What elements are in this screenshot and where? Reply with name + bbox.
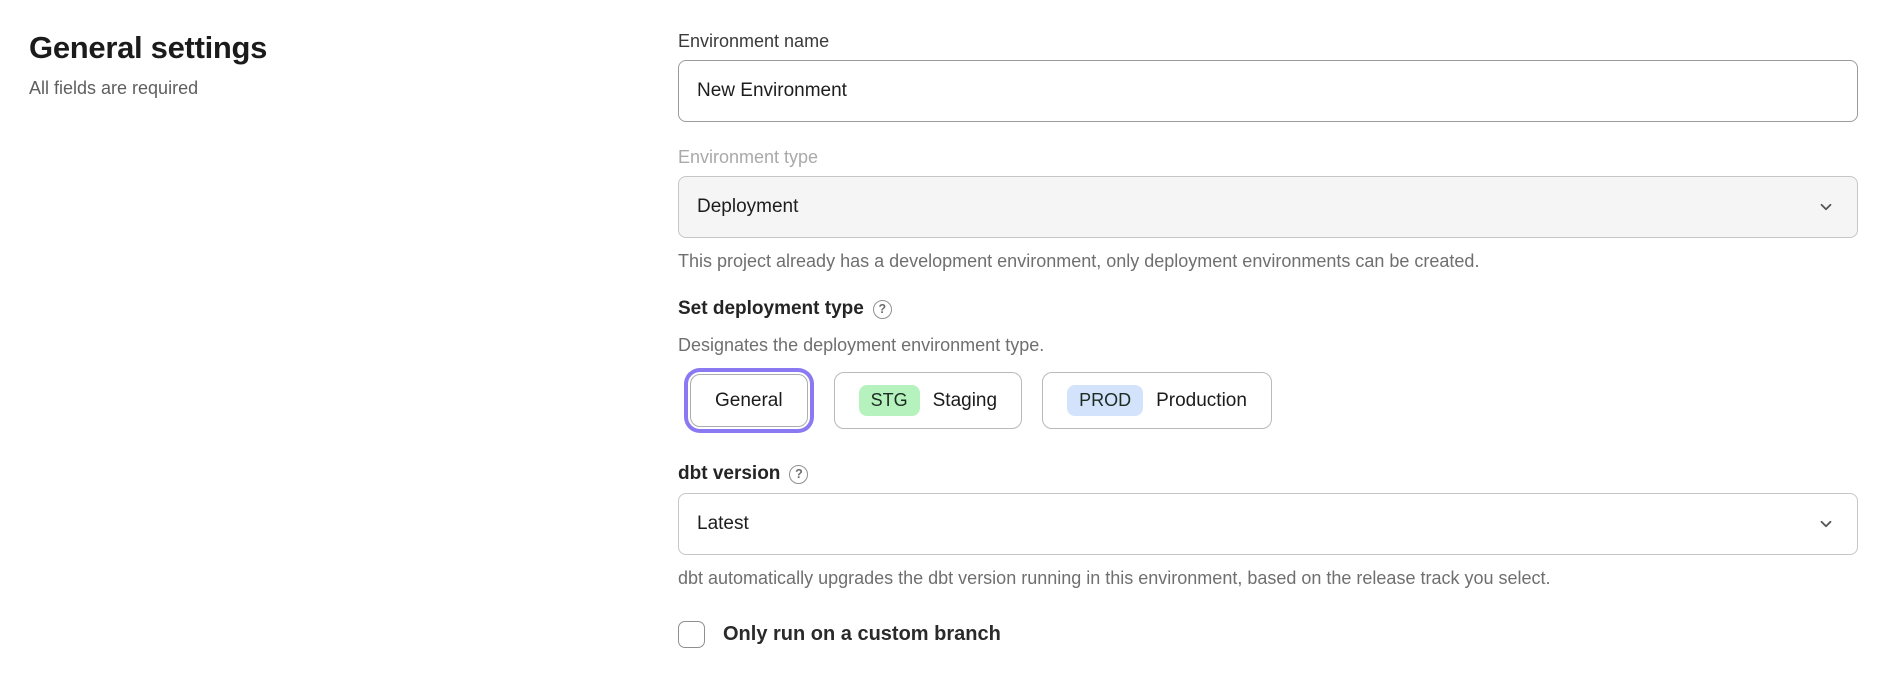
staging-button-label: Staging xyxy=(932,389,998,411)
custom-branch-checkbox[interactable] xyxy=(678,621,705,648)
environment-type-select[interactable]: Deployment xyxy=(678,176,1858,238)
production-badge: PROD xyxy=(1067,385,1144,416)
dbt-version-helper: dbt automatically upgrades the dbt versi… xyxy=(678,568,1551,588)
production-button-label: Production xyxy=(1156,389,1247,411)
environment-name-value: New Environment xyxy=(697,80,847,101)
deployment-type-general-button[interactable]: General xyxy=(690,374,808,427)
dbt-version-select[interactable]: Latest xyxy=(678,493,1858,555)
settings-header: General settings All fields are required xyxy=(29,30,629,99)
page-subtitle: All fields are required xyxy=(29,78,199,98)
environment-type-label: Environment type xyxy=(678,147,819,167)
deployment-type-staging-button[interactable]: STG Staging xyxy=(833,372,1023,429)
environment-name-input[interactable]: New Environment xyxy=(678,60,1858,122)
deployment-type-options: General STG Staging PROD Production xyxy=(678,366,1858,435)
dbt-version-value: Latest xyxy=(697,513,749,534)
deployment-type-production-button[interactable]: PROD Production xyxy=(1042,372,1272,429)
environment-name-label: Environment name xyxy=(678,31,830,51)
environment-type-helper: This project already has a development e… xyxy=(678,251,1480,271)
custom-branch-row: Only run on a custom branch xyxy=(678,621,1858,648)
dbt-version-label-text: dbt version xyxy=(678,463,781,484)
custom-branch-label: Only run on a custom branch xyxy=(723,623,1001,645)
staging-badge: STG xyxy=(858,385,920,416)
help-icon[interactable]: ? xyxy=(872,299,892,319)
deployment-type-label: Set deployment type ? xyxy=(678,298,1858,320)
chevron-down-icon xyxy=(1820,520,1832,528)
help-icon[interactable]: ? xyxy=(789,464,809,484)
page-title: General settings xyxy=(29,30,268,65)
deployment-type-label-text: Set deployment type xyxy=(678,298,864,319)
chevron-down-icon xyxy=(1820,203,1832,211)
dbt-version-label: dbt version ? xyxy=(678,463,1858,485)
environment-type-value: Deployment xyxy=(697,196,799,217)
deployment-type-helper: Designates the deployment environment ty… xyxy=(678,335,1045,355)
general-button-label: General xyxy=(715,389,783,411)
environment-settings-form: Environment name New Environment Environ… xyxy=(678,0,1858,648)
